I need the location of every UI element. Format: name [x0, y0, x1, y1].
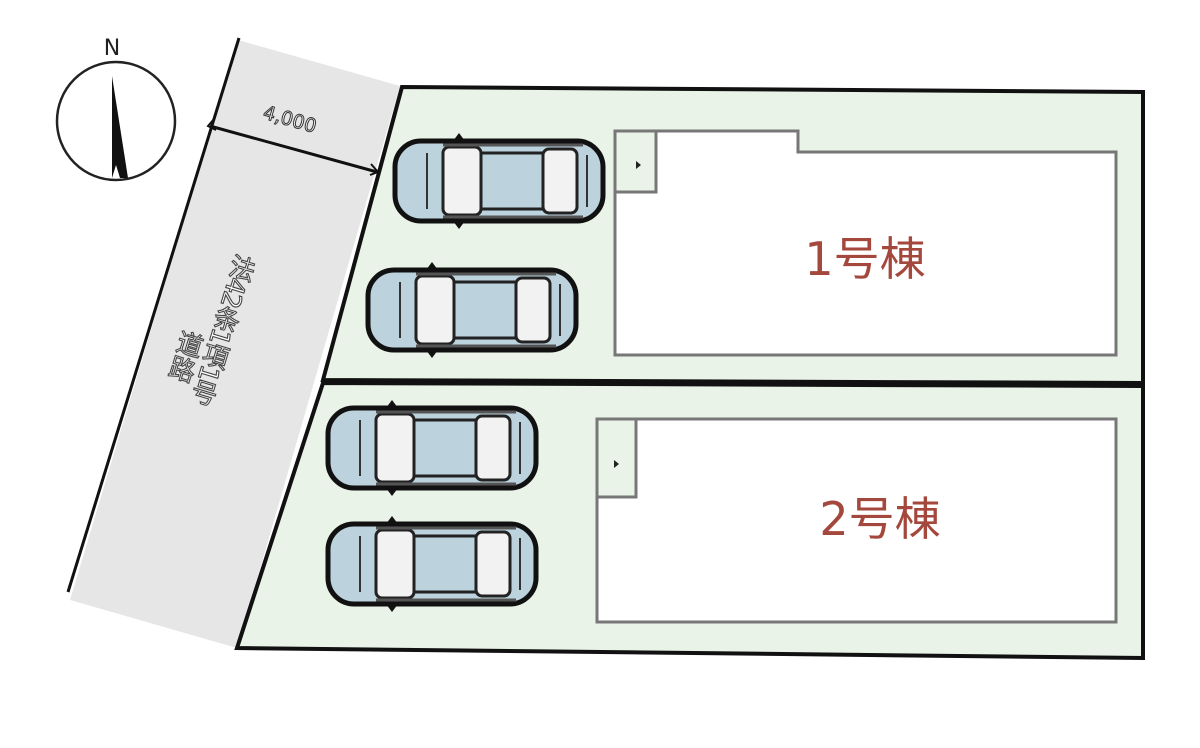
parking-car-4 — [328, 516, 536, 612]
road-edge-line — [66, 37, 241, 593]
road-area — [70, 40, 400, 648]
building-2-label: 2号棟 — [819, 492, 940, 546]
entrance-marker-icon — [614, 460, 619, 468]
north-arrow-icon — [112, 76, 128, 178]
north-label: N — [104, 36, 120, 61]
parking-car-2 — [368, 262, 576, 358]
parking-car-1 — [395, 133, 603, 229]
building-1[interactable]: 1号棟 — [613, 129, 1118, 357]
north-compass: N — [55, 36, 177, 182]
parking-car-3 — [328, 400, 536, 496]
building-1-label: 1号棟 — [804, 232, 925, 286]
building-2[interactable]: 2号棟 — [595, 417, 1118, 624]
entrance-marker-icon — [636, 161, 641, 169]
